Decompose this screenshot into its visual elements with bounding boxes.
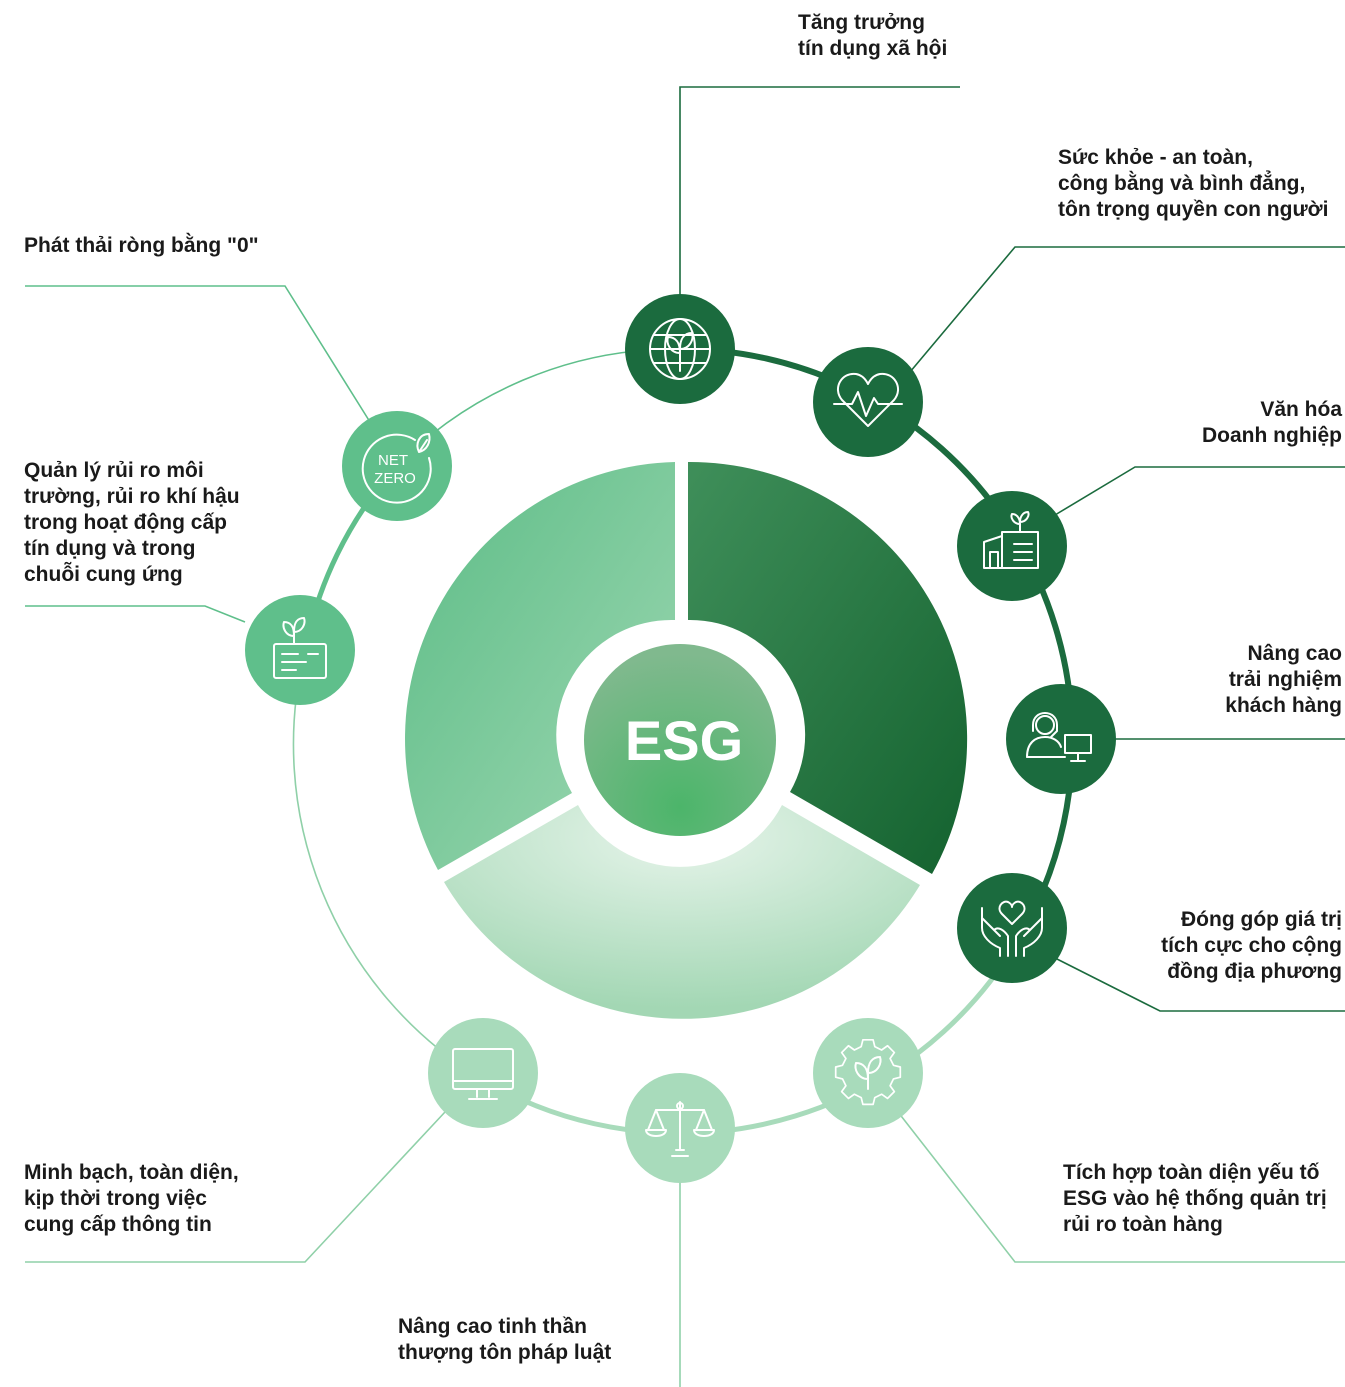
connector-community [1054, 957, 1345, 1012]
headset-agent-icon [1026, 712, 1092, 762]
card-sprout-icon [273, 617, 327, 679]
label-community: Đóng góp giá trị tích cực cho cộng đồng … [1161, 908, 1342, 983]
connector-transparency [25, 1111, 446, 1263]
label-culture: Văn hóa Doanh nghiệp [1202, 398, 1342, 447]
node-envrisk [245, 595, 355, 705]
center-label: ESG [625, 709, 743, 772]
label-customer: Nâng cao trải nghiệm khách hàng [1225, 642, 1342, 717]
label-health: Sức khỏe - an toàn, công bằng và bình đẳ… [1058, 146, 1329, 221]
globe-sprout-icon [649, 318, 711, 380]
label-envrisk: Quản lý rủi ro môi trường, rủi ro khí hậ… [24, 459, 240, 586]
node-customer [1006, 684, 1116, 794]
node-health [813, 347, 923, 457]
ring-arc-thin [292, 649, 479, 1078]
segment-social [444, 805, 920, 1019]
gear-sprout-icon [834, 1038, 902, 1106]
segment-environment [405, 462, 675, 870]
center-circle [584, 644, 776, 836]
monitor-icon [452, 1048, 514, 1100]
ring-arc-light [476, 904, 1039, 1136]
connector-risk [897, 1111, 1345, 1263]
net-zero-text-top: NET [378, 452, 408, 469]
node-transparency [428, 1018, 538, 1128]
connector-health [909, 246, 1345, 373]
label-netzero: Phát thải ròng bằng "0" [24, 234, 259, 257]
connector-culture [1054, 466, 1345, 516]
hands-heart-icon [981, 900, 1043, 957]
node-netzero [342, 411, 452, 521]
connector-credit [679, 86, 960, 300]
node-culture [957, 491, 1067, 601]
node-circles [245, 294, 1116, 1183]
segment-governance [688, 461, 968, 874]
label-credit: Tăng trưởng tín dụng xã hội [798, 11, 948, 60]
scales-icon [645, 1101, 715, 1157]
heart-pulse-icon [833, 372, 903, 427]
label-risk: Tích hợp toàn diện yếu tố ESG vào hệ thố… [1063, 1161, 1327, 1236]
net-zero-text-bottom: ZERO [374, 470, 416, 487]
node-community [957, 873, 1067, 983]
connector-lines [25, 86, 1345, 1387]
building-plant-icon [983, 511, 1039, 569]
connector-envrisk [25, 605, 246, 623]
label-law: Nâng cao tinh thần thượng tôn pháp luật [398, 1315, 612, 1364]
net-zero-icon: NET ZERO [361, 433, 432, 504]
label-transparency: Minh bạch, toàn diện, kịp thời trong việ… [24, 1161, 239, 1236]
connector-netzero [25, 285, 371, 423]
center-donut: ESG [405, 461, 968, 1019]
